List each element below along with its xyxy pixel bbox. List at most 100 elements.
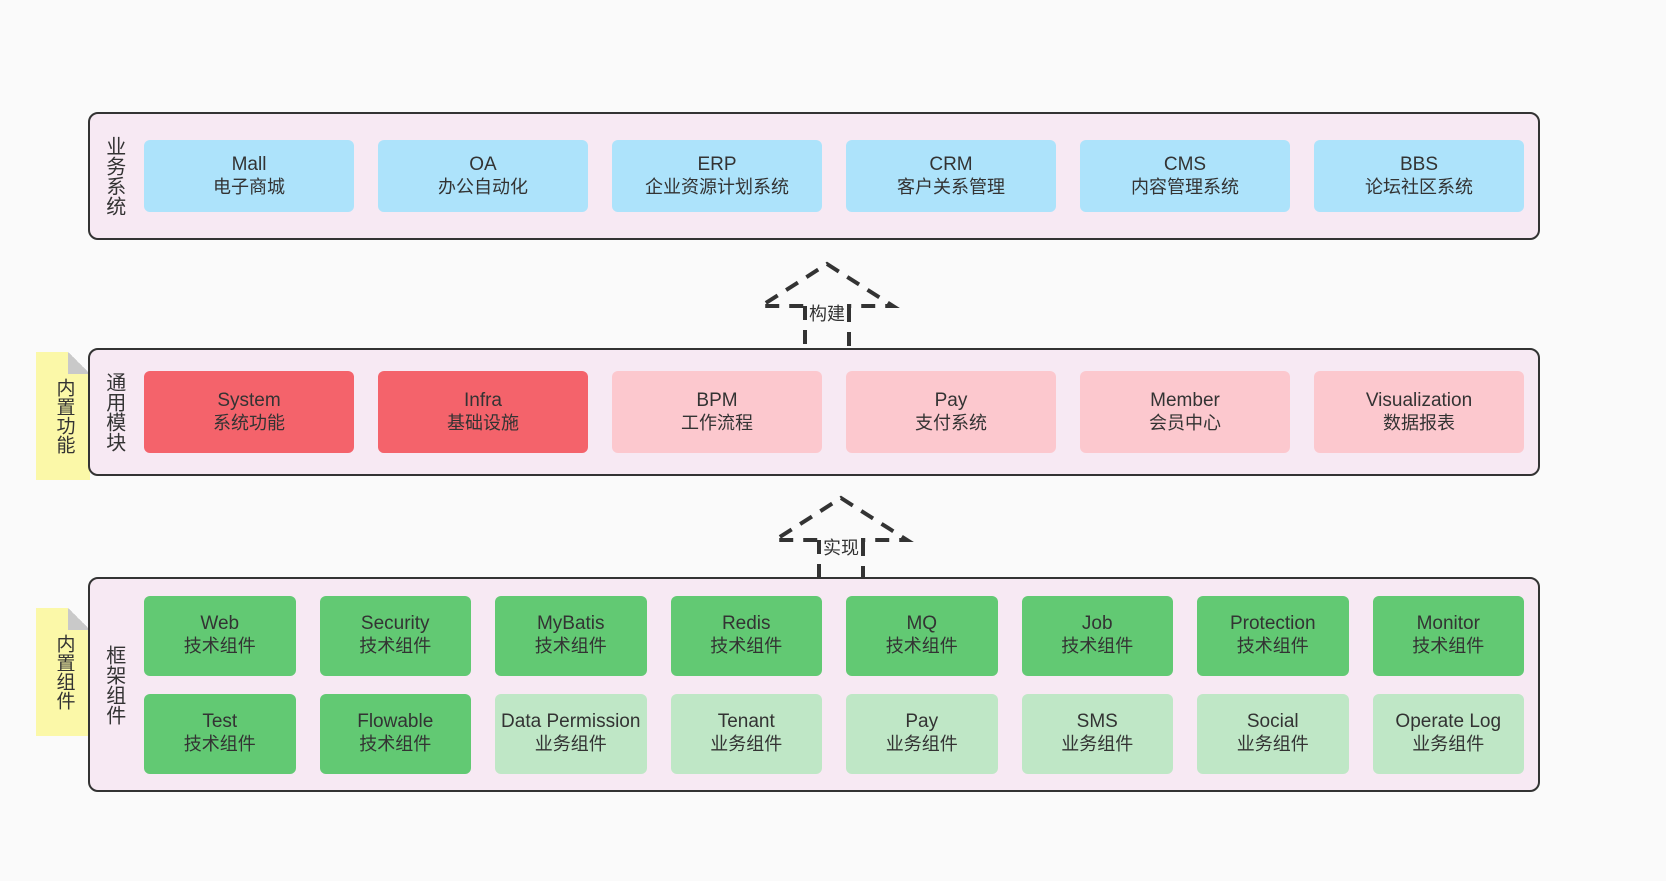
cell-redis[interactable]: Redis 技术组件: [670, 595, 822, 676]
cell-title: Pay: [934, 389, 968, 411]
cell-title: Pay: [905, 711, 939, 733]
cell-pay-component[interactable]: Pay 业务组件: [846, 693, 998, 774]
cell-title: MQ: [906, 613, 938, 635]
cell-subtitle: 技术组件: [534, 636, 607, 657]
cell-security[interactable]: Security 技术组件: [319, 595, 471, 676]
cell-test[interactable]: Test 技术组件: [144, 693, 296, 774]
layer-row: Test 技术组件 Flowable 技术组件 Data Permission …: [144, 693, 1524, 774]
cell-title: Social: [1246, 711, 1299, 733]
cell-title: System: [217, 389, 281, 411]
cell-mq[interactable]: MQ 技术组件: [846, 595, 998, 676]
cell-subtitle: 业务组件: [710, 734, 783, 755]
cell-mybatis[interactable]: MyBatis 技术组件: [495, 595, 647, 676]
cell-title: Monitor: [1416, 613, 1480, 635]
cell-subtitle: 技术组件: [1412, 636, 1485, 657]
cell-title: Web: [200, 613, 240, 635]
connector-realize: 实现: [751, 490, 931, 590]
cell-title: BBS: [1399, 153, 1439, 175]
cell-sms[interactable]: SMS 业务组件: [1021, 693, 1173, 774]
cell-title: ERP: [697, 153, 737, 175]
cell-title: OA: [469, 153, 497, 175]
cell-title: Infra: [463, 389, 503, 411]
cell-subtitle: 支付系统: [915, 412, 987, 433]
cell-social[interactable]: Social 业务组件: [1197, 693, 1349, 774]
cell-subtitle: 客户关系管理: [897, 176, 1005, 197]
layer-common-modules: 通用模块 System 系统功能 Infra 基础设施 BPM 工作流程 Pay…: [88, 348, 1540, 476]
cell-title: Member: [1150, 389, 1220, 411]
cell-title: Mall: [231, 153, 267, 175]
connector-build: 构建: [737, 256, 917, 356]
cell-operate-log[interactable]: Operate Log 业务组件: [1372, 693, 1524, 774]
cell-title: CMS: [1163, 153, 1207, 175]
layer-body-modules: System 系统功能 Infra 基础设施 BPM 工作流程 Pay 支付系统…: [136, 350, 1538, 474]
cell-title: BPM: [696, 389, 738, 411]
cell-title: Protection: [1229, 613, 1316, 635]
cell-oa[interactable]: OA 办公自动化: [378, 140, 588, 212]
cell-title: CRM: [929, 153, 973, 175]
cell-crm[interactable]: CRM 客户关系管理: [846, 140, 1056, 212]
layer-row: Mall 电子商城 OA 办公自动化 ERP 企业资源计划系统 CRM 客户关系…: [144, 140, 1524, 212]
cell-subtitle: 论坛社区系统: [1365, 176, 1473, 197]
note-text: 内置功能: [53, 378, 75, 454]
cell-subtitle: 技术组件: [183, 636, 256, 657]
cell-subtitle: 业务组件: [1412, 734, 1485, 755]
cell-subtitle: 企业资源计划系统: [645, 176, 789, 197]
cell-subtitle: 技术组件: [1236, 636, 1309, 657]
cell-subtitle: 办公自动化: [438, 176, 528, 197]
cell-subtitle: 业务组件: [885, 734, 958, 755]
layer-title-business: 业务系统: [102, 136, 125, 216]
cell-title: Security: [360, 613, 430, 635]
cell-subtitle: 技术组件: [359, 636, 432, 657]
cell-subtitle: 内容管理系统: [1131, 176, 1239, 197]
cell-tenant[interactable]: Tenant 业务组件: [670, 693, 822, 774]
cell-title: Visualization: [1365, 389, 1473, 411]
note-text: 内置组件: [53, 634, 75, 710]
cell-subtitle: 技术组件: [183, 734, 256, 755]
cell-subtitle: 工作流程: [681, 412, 753, 433]
cell-bbs[interactable]: BBS 论坛社区系统: [1314, 140, 1524, 212]
cell-erp[interactable]: ERP 企业资源计划系统: [612, 140, 822, 212]
cell-title: Flowable: [357, 711, 434, 733]
cell-subtitle: 电子商城: [213, 176, 285, 197]
layer-body-framework: Web 技术组件 Security 技术组件 MyBatis 技术组件 Redi…: [136, 579, 1538, 790]
layer-business-system: 业务系统 Mall 电子商城 OA 办公自动化 ERP 企业资源计划系统 CRM…: [88, 112, 1540, 240]
cell-member[interactable]: Member 会员中心: [1080, 371, 1290, 453]
note-builtin-component: 内置组件: [36, 608, 90, 736]
note-builtin-function: 内置功能: [36, 352, 90, 480]
cell-subtitle: 数据报表: [1383, 412, 1455, 433]
connector-label: 实现: [821, 534, 861, 560]
cell-subtitle: 业务组件: [1236, 734, 1309, 755]
cell-flowable[interactable]: Flowable 技术组件: [319, 693, 471, 774]
cell-visualization[interactable]: Visualization 数据报表: [1314, 371, 1524, 453]
cell-title: Operate Log: [1395, 711, 1502, 733]
cell-pay-module[interactable]: Pay 支付系统: [846, 371, 1056, 453]
cell-infra[interactable]: Infra 基础设施: [378, 371, 588, 453]
cell-title: Data Permission: [501, 711, 641, 733]
cell-subtitle: 技术组件: [710, 636, 783, 657]
layer-title-framework: 框架组件: [102, 644, 125, 725]
cell-subtitle: 业务组件: [534, 734, 607, 755]
cell-web[interactable]: Web 技术组件: [144, 595, 296, 676]
cell-bpm[interactable]: BPM 工作流程: [612, 371, 822, 453]
layer-row: System 系统功能 Infra 基础设施 BPM 工作流程 Pay 支付系统…: [144, 371, 1524, 453]
cell-subtitle: 基础设施: [447, 412, 519, 433]
cell-title: MyBatis: [536, 613, 605, 635]
cell-subtitle: 会员中心: [1149, 412, 1221, 433]
layer-row: Web 技术组件 Security 技术组件 MyBatis 技术组件 Redi…: [144, 595, 1524, 676]
cell-title: Redis: [721, 613, 771, 635]
layer-title-modules: 通用模块: [102, 372, 125, 452]
cell-title: Test: [202, 711, 238, 733]
cell-subtitle: 技术组件: [1061, 636, 1134, 657]
cell-subtitle: 系统功能: [213, 412, 285, 433]
cell-mall[interactable]: Mall 电子商城: [144, 140, 354, 212]
cell-job[interactable]: Job 技术组件: [1021, 595, 1173, 676]
cell-protection[interactable]: Protection 技术组件: [1197, 595, 1349, 676]
cell-title: Job: [1081, 613, 1113, 635]
cell-system[interactable]: System 系统功能: [144, 371, 354, 453]
cell-monitor[interactable]: Monitor 技术组件: [1372, 595, 1524, 676]
cell-title: SMS: [1076, 711, 1118, 733]
cell-title: Tenant: [717, 711, 775, 733]
cell-data-permission[interactable]: Data Permission 业务组件: [495, 693, 647, 774]
cell-cms[interactable]: CMS 内容管理系统: [1080, 140, 1290, 212]
